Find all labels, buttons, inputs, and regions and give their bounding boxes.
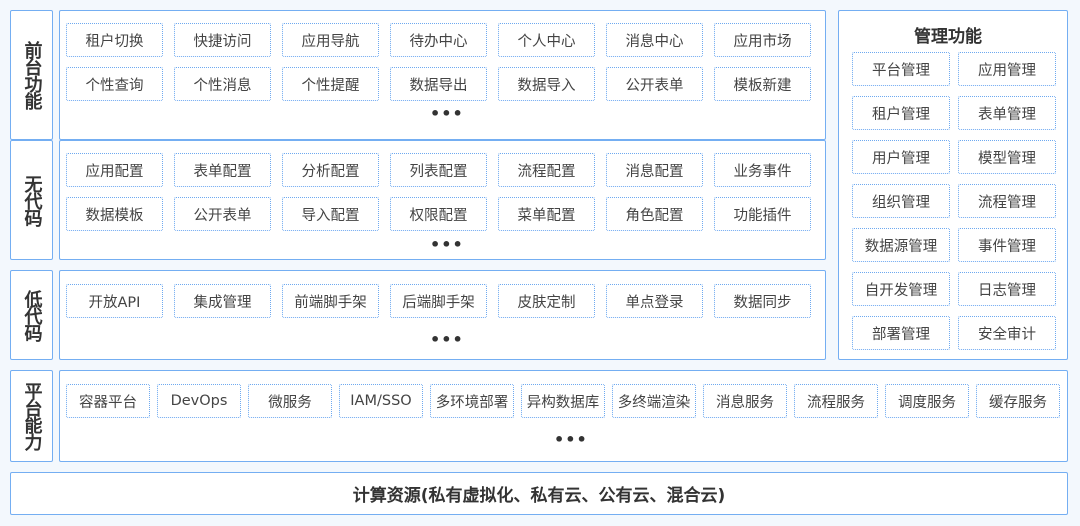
layer-label: 前台功能 bbox=[21, 41, 43, 109]
feature-chip: 异构数据库 bbox=[521, 384, 605, 418]
feature-chip: 公开表单 bbox=[606, 67, 703, 101]
feature-chip: 公开表单 bbox=[174, 197, 271, 231]
feature-chip: 流程服务 bbox=[794, 384, 878, 418]
feature-chip: 应用导航 bbox=[282, 23, 379, 57]
feature-chip: 导入配置 bbox=[282, 197, 379, 231]
feature-chip: 开放API bbox=[66, 284, 163, 318]
management-chip: 组织管理 bbox=[852, 184, 950, 218]
feature-chip: 消息配置 bbox=[606, 153, 703, 187]
layer-label: 无代码 bbox=[21, 174, 43, 226]
feature-chip: 流程配置 bbox=[498, 153, 595, 187]
more-ellipsis: ••• bbox=[554, 430, 588, 449]
feature-chip: 表单配置 bbox=[174, 153, 271, 187]
feature-chip: 多终端渲染 bbox=[612, 384, 696, 418]
more-ellipsis: ••• bbox=[430, 330, 464, 349]
feature-chip: 业务事件 bbox=[714, 153, 811, 187]
feature-chip: 应用市场 bbox=[714, 23, 811, 57]
feature-chip: 权限配置 bbox=[390, 197, 487, 231]
feature-chip: 数据同步 bbox=[714, 284, 811, 318]
management-chip: 日志管理 bbox=[958, 272, 1056, 306]
layer-label-box: 无代码 bbox=[10, 140, 53, 260]
feature-chip: 调度服务 bbox=[885, 384, 969, 418]
feature-chip: 应用配置 bbox=[66, 153, 163, 187]
feature-chip: 数据导出 bbox=[390, 67, 487, 101]
feature-chip: 个性查询 bbox=[66, 67, 163, 101]
feature-chip: 模板新建 bbox=[714, 67, 811, 101]
management-chip: 租户管理 bbox=[852, 96, 950, 130]
feature-chip: 个性提醒 bbox=[282, 67, 379, 101]
feature-chip: 容器平台 bbox=[66, 384, 150, 418]
feature-chip: 列表配置 bbox=[390, 153, 487, 187]
layer-label: 平台能力 bbox=[21, 382, 43, 450]
management-chip: 流程管理 bbox=[958, 184, 1056, 218]
feature-chip: 单点登录 bbox=[606, 284, 703, 318]
management-chip: 应用管理 bbox=[958, 52, 1056, 86]
compute-resources-label: 计算资源(私有虚拟化、私有云、公有云、混合云) bbox=[352, 486, 726, 506]
feature-chip: 角色配置 bbox=[606, 197, 703, 231]
management-chip: 事件管理 bbox=[958, 228, 1056, 262]
management-chip: 部署管理 bbox=[852, 316, 950, 350]
feature-chip: 后端脚手架 bbox=[390, 284, 487, 318]
feature-chip: 缓存服务 bbox=[976, 384, 1060, 418]
feature-chip: 快捷访问 bbox=[174, 23, 271, 57]
more-ellipsis: ••• bbox=[430, 104, 464, 123]
feature-chip: 租户切换 bbox=[66, 23, 163, 57]
management-chip: 模型管理 bbox=[958, 140, 1056, 174]
management-title: 管理功能 bbox=[914, 27, 982, 47]
layer-label-box: 低代码 bbox=[10, 270, 53, 360]
feature-chip: 个性消息 bbox=[174, 67, 271, 101]
management-chip: 安全审计 bbox=[958, 316, 1056, 350]
feature-chip: 分析配置 bbox=[282, 153, 379, 187]
feature-chip: 菜单配置 bbox=[498, 197, 595, 231]
management-chip: 自开发管理 bbox=[852, 272, 950, 306]
management-chip: 用户管理 bbox=[852, 140, 950, 174]
feature-chip: 前端脚手架 bbox=[282, 284, 379, 318]
feature-chip: 多环境部署 bbox=[430, 384, 514, 418]
feature-chip: 消息中心 bbox=[606, 23, 703, 57]
feature-chip: 微服务 bbox=[248, 384, 332, 418]
feature-chip: 功能插件 bbox=[714, 197, 811, 231]
feature-chip: IAM/SSO bbox=[339, 384, 423, 418]
layer-label-box: 平台能力 bbox=[10, 370, 53, 462]
feature-chip: 数据模板 bbox=[66, 197, 163, 231]
layer-label: 低代码 bbox=[21, 289, 43, 341]
feature-chip: 皮肤定制 bbox=[498, 284, 595, 318]
management-chip: 平台管理 bbox=[852, 52, 950, 86]
feature-chip: 待办中心 bbox=[390, 23, 487, 57]
feature-chip: 消息服务 bbox=[703, 384, 787, 418]
compute-resources-bar: 计算资源(私有虚拟化、私有云、公有云、混合云) bbox=[10, 472, 1068, 515]
management-chip: 表单管理 bbox=[958, 96, 1056, 130]
feature-chip: DevOps bbox=[157, 384, 241, 418]
feature-chip: 个人中心 bbox=[498, 23, 595, 57]
feature-chip: 集成管理 bbox=[174, 284, 271, 318]
more-ellipsis: ••• bbox=[430, 235, 464, 254]
layer-label-box: 前台功能 bbox=[10, 10, 53, 140]
feature-chip: 数据导入 bbox=[498, 67, 595, 101]
management-chip: 数据源管理 bbox=[852, 228, 950, 262]
